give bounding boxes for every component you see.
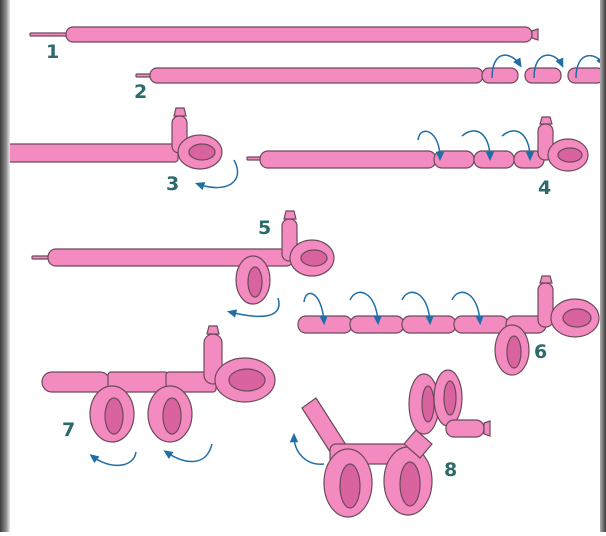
step-4-label: 4 [538,177,551,199]
left-frame-shadow [0,0,10,532]
step-1-label: 1 [46,41,59,63]
step-7-label: 7 [62,419,75,441]
step-2-label: 2 [134,81,147,103]
step-1-balloon [30,27,538,42]
step-8-label: 8 [444,459,457,481]
step-6-balloon [298,276,599,375]
step-3-balloon [8,108,222,169]
step-8-balloon-dog [302,370,490,517]
twist-arrow [92,452,136,465]
twist-arrow [294,436,324,464]
step-6-label: 6 [534,341,547,363]
right-frame-shadow [600,0,606,532]
step-5-label: 5 [258,217,271,239]
step-3-label: 3 [166,173,179,195]
step-5-balloon [32,211,334,304]
step-4-balloon [247,117,588,171]
twist-arrow [166,444,212,462]
step-7-balloon [42,326,275,442]
